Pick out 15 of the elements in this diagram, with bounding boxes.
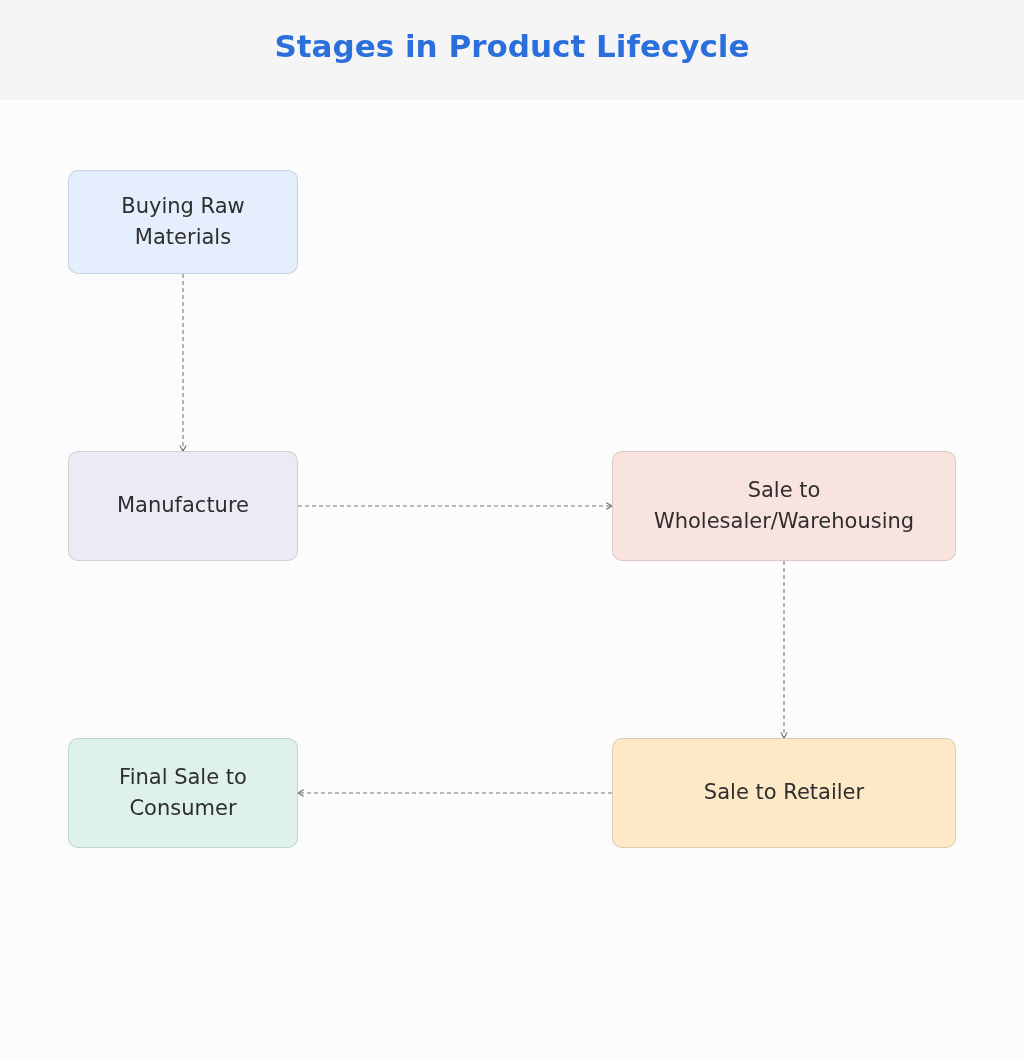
stage-box — [68, 451, 298, 561]
stage-label: Final Sale to Consumer — [118, 763, 248, 822]
stage-label: Sale to Wholesaler/Warehousing — [652, 476, 916, 535]
stage-label: Manufacture — [116, 492, 250, 520]
arrow — [179, 273, 187, 452]
arrow — [297, 502, 613, 510]
stage-box — [612, 451, 956, 561]
stage-box — [68, 170, 298, 274]
arrow — [297, 789, 613, 797]
stage-label: Buying Raw Materials — [120, 192, 246, 251]
stage-box — [612, 738, 956, 848]
title: Stages in Product Lifecycle — [273, 28, 751, 64]
stage-box — [68, 738, 298, 848]
arrow — [780, 560, 788, 739]
stage-label: Sale to Retailer — [703, 779, 865, 807]
